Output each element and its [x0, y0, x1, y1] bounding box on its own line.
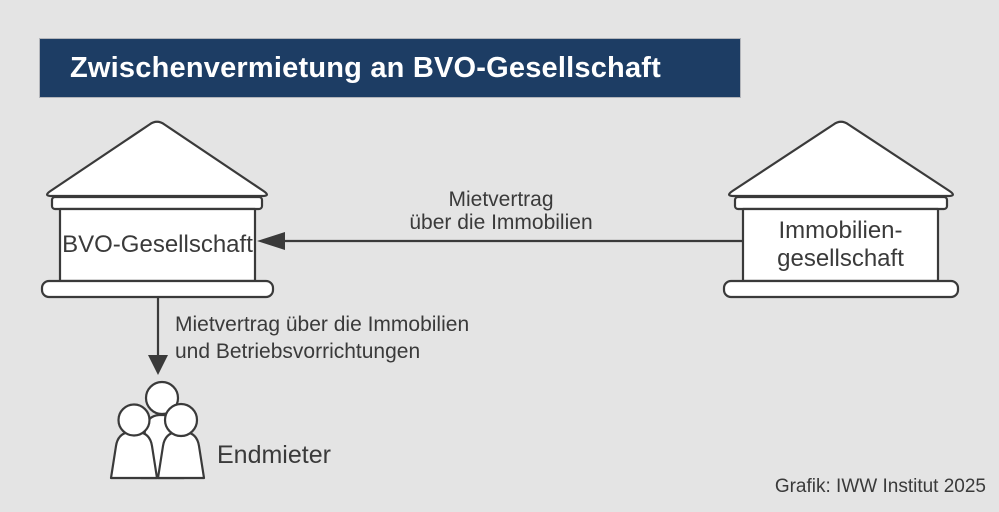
building-base	[40, 279, 275, 299]
arrowhead-down-icon	[148, 355, 168, 375]
bvo-building-icon	[40, 120, 275, 299]
person-body	[109, 430, 159, 480]
mietvertrag-endmieter-edge-label: Mietvertrag über die Immobilien und Betr…	[175, 311, 469, 365]
endmieter-node-label: Endmieter	[217, 441, 331, 469]
page-title: Zwischenvermietung an BVO-Gesellschaft	[70, 51, 661, 84]
tenants-group-icon	[109, 380, 206, 480]
immobilien-building-icon	[722, 120, 960, 299]
building-body	[58, 207, 257, 283]
person-head	[163, 402, 199, 438]
immobilien-label-line2: gesellschaft	[777, 245, 904, 272]
building-base	[722, 279, 960, 299]
building-roof	[46, 120, 268, 198]
mietvertrag-immobilien-arrow	[257, 232, 743, 250]
source-credit: Grafik: IWW Institut 2025	[774, 476, 986, 497]
building-body	[741, 207, 940, 283]
immobilien-label-line1: Immobilien-	[778, 217, 903, 244]
mietvertrag-immobilien-edge-label: Mietvertrag über die Immobilien	[351, 188, 651, 234]
edge-label-line2: über die Immobilien	[409, 211, 593, 234]
immobilien-node-label: Immobilien- gesellschaft	[743, 209, 938, 281]
arrowhead-left-icon	[257, 232, 285, 250]
mietvertrag-endmieter-arrow	[148, 297, 168, 375]
bvo-node-label: BVO-Gesellschaft	[62, 231, 253, 258]
building-lintel	[50, 195, 264, 211]
building-roof	[728, 120, 954, 198]
edge-label-line2: und Betriebsvorrichtungen	[175, 340, 421, 363]
edge-label-line1: Mietvertrag über die Immobilien	[175, 313, 470, 336]
person-body	[156, 430, 206, 480]
edge-label-line1: Mietvertrag	[448, 188, 554, 211]
title-banner: Zwischenvermietung an BVO-Gesellschaft	[40, 39, 740, 97]
building-lintel	[733, 195, 949, 211]
person-head	[117, 403, 151, 437]
